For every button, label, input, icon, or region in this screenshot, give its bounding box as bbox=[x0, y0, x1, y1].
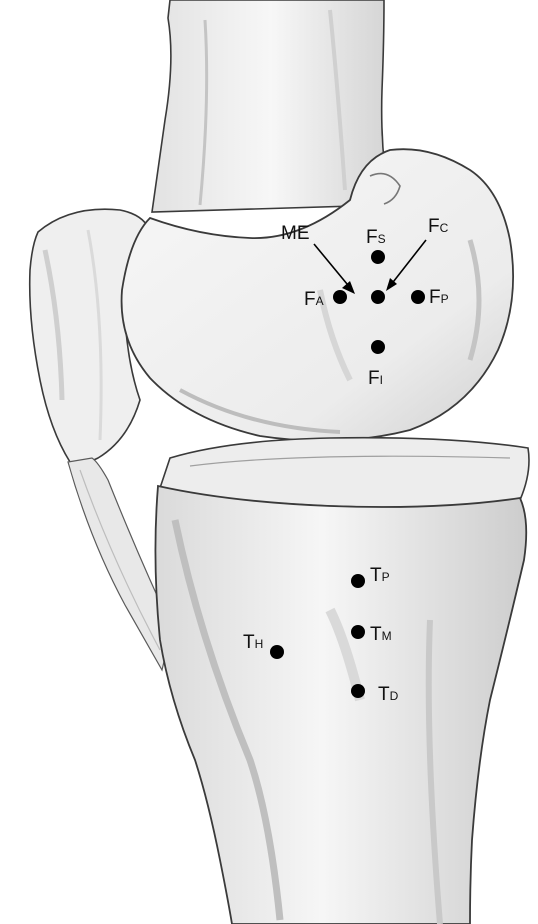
tibia bbox=[155, 486, 526, 924]
marker-fc bbox=[371, 290, 385, 304]
femur-shaft bbox=[152, 0, 390, 212]
marker-fp bbox=[411, 290, 425, 304]
label-me: ME bbox=[281, 223, 310, 244]
marker-th bbox=[270, 645, 284, 659]
marker-fa bbox=[333, 290, 347, 304]
marker-fs bbox=[371, 250, 385, 264]
marker-tp bbox=[351, 574, 365, 588]
marker-fi bbox=[371, 340, 385, 354]
marker-td bbox=[351, 684, 365, 698]
marker-tm bbox=[351, 625, 365, 639]
